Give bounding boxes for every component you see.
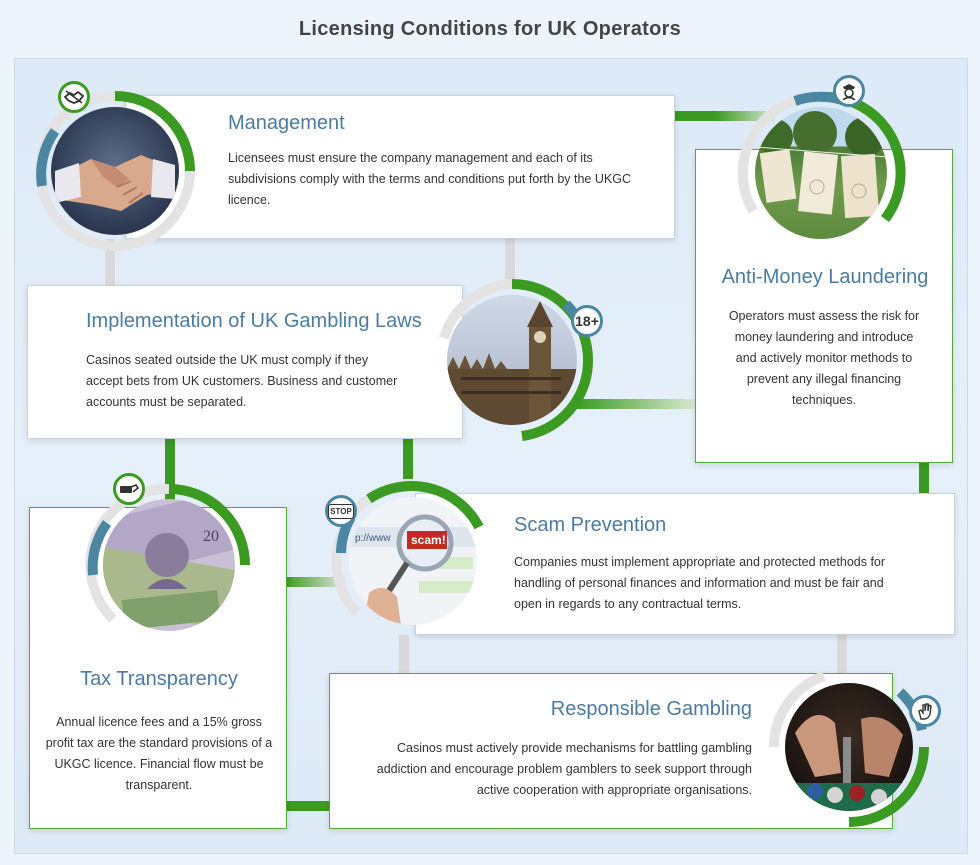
connector-tax-scam <box>285 577 345 587</box>
connector-tax-responsible <box>287 801 331 811</box>
connector-scam-responsible-left <box>399 635 409 673</box>
stop-sign-icon: STOP <box>325 495 357 527</box>
card-title-responsible: Responsible Gambling <box>550 698 752 720</box>
card-text-tax: Annual licence fees and a 15% gross prof… <box>45 715 273 792</box>
card-text-aml: Operators must assess the risk for money… <box>728 309 920 407</box>
card-title-aml: Anti-Money Laundering <box>721 266 929 288</box>
card-scam: Scam Prevention Companies must implement… <box>415 493 955 635</box>
card-text-laws: Casinos seated outside the UK must compl… <box>86 353 398 409</box>
svg-text:20: 20 <box>203 528 219 545</box>
stop-label: STOP <box>328 503 354 519</box>
age-18-label: 18+ <box>575 313 599 329</box>
card-title-laws: Implementation of UK Gambling Laws <box>86 310 422 332</box>
card-text-scam: Companies must implement appropriate and… <box>514 555 886 611</box>
gambling-chips-photo <box>785 683 913 811</box>
connector-aml-scam <box>919 463 929 495</box>
connector-laws-tax <box>165 439 175 509</box>
connector-laws-scam <box>403 439 413 479</box>
card-title-scam: Scam Prevention <box>514 514 667 536</box>
page-title: Licensing Conditions for UK Operators <box>298 18 682 40</box>
scam-photo-text: scam! <box>411 533 446 547</box>
card-title-management: Management <box>228 112 345 134</box>
card-management: Management Licensees must ensure the com… <box>125 95 675 239</box>
card-text-management: Licensees must ensure the company manage… <box>228 151 631 207</box>
connector-management-left <box>105 239 115 285</box>
connector-laws-aml <box>575 399 695 409</box>
scam-photo: p://www scam! <box>349 497 477 625</box>
url-text: p://www <box>355 533 391 544</box>
money-hand-icon <box>113 473 145 505</box>
age-18-badge: 18+ <box>571 305 603 337</box>
police-officer-icon <box>833 75 865 107</box>
connector-management-aml-fade <box>715 111 775 121</box>
stop-hand-icon <box>909 695 941 727</box>
money-line-photo <box>755 107 887 239</box>
handshake-photo <box>51 107 179 235</box>
card-laws: Implementation of UK Gambling Laws Casin… <box>27 285 463 439</box>
connector-scam-responsible-right <box>837 635 847 673</box>
connector-management-laws <box>505 239 515 279</box>
diagram-area: Management Licensees must ensure the com… <box>14 58 968 854</box>
banknotes-photo: 20 <box>103 499 235 631</box>
card-title-tax: Tax Transparency <box>80 668 238 690</box>
big-ben-photo <box>447 295 577 425</box>
card-text-responsible: Casinos must actively provide mechanisms… <box>376 741 752 797</box>
handshake-icon <box>58 81 90 113</box>
